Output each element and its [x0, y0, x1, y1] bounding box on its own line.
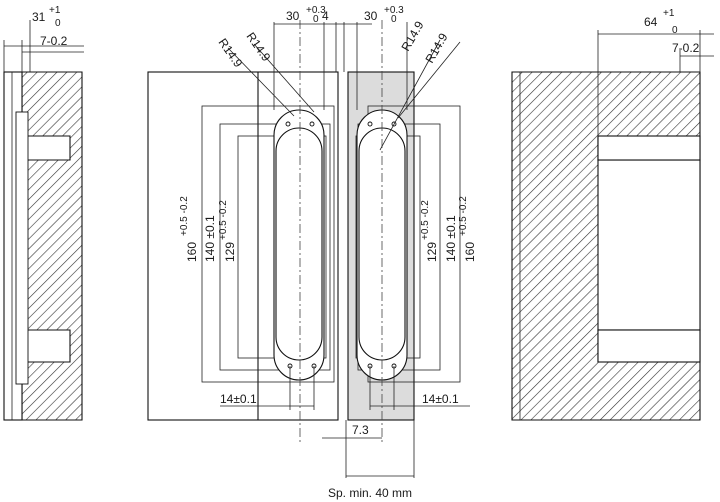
right-dim-7: 7-0.2	[672, 41, 700, 55]
right-section-view: 64 +1 0 7-0.2	[511, 8, 714, 421]
left-dim-31-tol-lower: 0	[55, 18, 61, 29]
side-dim-160-tol: +0.5 -0.2	[458, 196, 469, 236]
right-dim-64-tol-lower: 0	[672, 25, 678, 36]
front-slot-inner	[275, 127, 323, 361]
front-dim-30-tol-lower: 0	[313, 14, 319, 25]
front-radius-b: R14.9	[244, 30, 274, 65]
side-dim-129-tol: +0.5 -0.2	[420, 200, 431, 240]
side-dim-14: 14±0.1	[422, 392, 459, 406]
front-dim-4: 4	[322, 9, 329, 23]
front-radius-a: R14.9	[216, 36, 246, 71]
right-dim-64-tol-upper: +1	[663, 8, 675, 19]
front-dim-129: 129	[223, 242, 237, 262]
front-dim-129-tol: +0.5 -0.2	[218, 200, 229, 240]
side-caption: Sp. min. 40 mm	[328, 486, 412, 500]
side-dim-7-3: 7.3	[352, 423, 369, 437]
side-view: 30 +0.3 0 R14.9 R14.9 129 +0.5 -0.2 140 …	[322, 5, 477, 500]
side-dim-30-tol-lower: 0	[391, 14, 397, 25]
side-radius-b: R14.9	[422, 30, 450, 65]
front-dim-160-tol: +0.5 -0.2	[179, 196, 190, 236]
side-dim-160: 160	[463, 242, 477, 262]
side-dim-129: 129	[425, 242, 439, 262]
front-dim-30: 30	[286, 9, 300, 23]
left-dim-31: 31	[32, 10, 46, 24]
right-pocket	[597, 159, 701, 331]
front-dim-140: 140 ±0.1	[203, 215, 217, 262]
left-section-view: 31 +1 0 7-0.2	[3, 5, 84, 421]
right-dim-64: 64	[644, 15, 658, 29]
left-dim-7: 7-0.2	[40, 34, 68, 48]
side-radius-a: R14.9	[398, 18, 426, 53]
front-dim-14: 14±0.1	[220, 392, 257, 406]
side-dim-30: 30	[364, 9, 378, 23]
left-hinge-body	[15, 111, 29, 385]
side-dim-30-tol-upper: +0.3	[384, 5, 404, 16]
front-dim-160: 160	[185, 242, 199, 262]
side-dim-140: 140 ±0.1	[444, 215, 458, 262]
left-hatched-profile	[21, 71, 83, 421]
left-dim-31-tol-upper: +1	[49, 5, 61, 16]
front-view: 30 +0.3 0 4 R14.9 R14.9 160 +0.5 -0.2 14…	[147, 5, 372, 445]
front-dim-30-tol-upper: +0.3	[306, 5, 326, 16]
